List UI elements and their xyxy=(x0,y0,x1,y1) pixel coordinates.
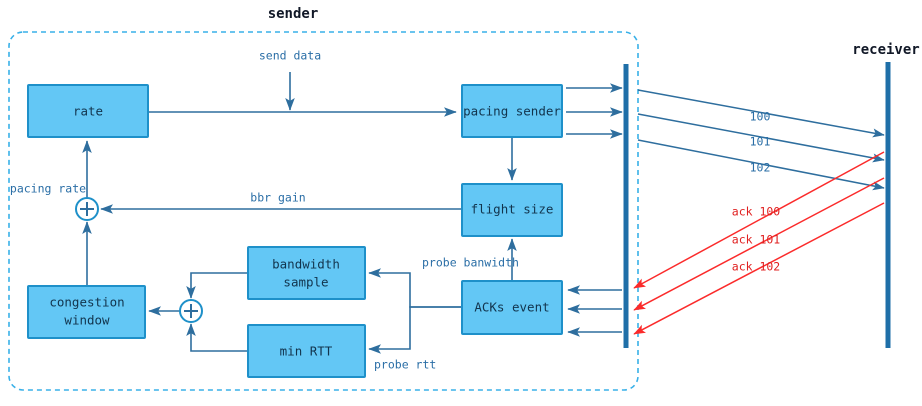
node-min-rtt[interactable]: min RTT xyxy=(247,324,366,378)
node-bandwidth-sample-rect[interactable] xyxy=(247,246,366,300)
edge-label-pacing-rate: pacing rate xyxy=(10,182,86,196)
node-flight-size-rect[interactable] xyxy=(461,183,563,237)
node-min-rtt-rect[interactable] xyxy=(247,324,366,378)
node-rate-rect[interactable] xyxy=(27,84,149,138)
node-pacing-sender-rect[interactable] xyxy=(461,84,563,138)
packet-label-102: 102 xyxy=(750,161,771,175)
packet-arrow-102 xyxy=(637,139,885,191)
ack-label-102: ack 102 xyxy=(732,260,780,274)
edge-min-rtt-to-adder2 xyxy=(186,323,248,352)
node-congestion-window-rect[interactable] xyxy=(27,285,146,339)
node-acks-event-rect[interactable] xyxy=(461,280,563,335)
node-rate[interactable]: rate xyxy=(27,84,149,138)
packet-label-101: 101 xyxy=(750,135,771,149)
node-bandwidth-sample-label-line2: sample xyxy=(283,275,328,290)
node-flight-size-label: flight size xyxy=(471,202,554,217)
sender-title: sender xyxy=(268,6,319,22)
edge-label-bbr-gain: bbr gain xyxy=(250,191,305,205)
ack-label-101: ack 101 xyxy=(732,233,781,247)
node-flight-size[interactable]: flight size xyxy=(461,183,563,237)
packet-arrow-100 xyxy=(637,89,885,138)
node-congestion-window[interactable]: congestion window xyxy=(27,285,146,339)
node-bandwidth-sample-label-line1: bandwidth xyxy=(272,257,340,272)
edge-label-probe-bandwidth: probe banwidth xyxy=(422,256,519,270)
node-bandwidth-sample[interactable]: bandwidth sample xyxy=(247,246,366,300)
node-congestion-window-label-line2: window xyxy=(64,313,110,328)
packet-arrow-101 xyxy=(637,113,885,163)
sender-boundary xyxy=(8,31,639,391)
receiver-title: receiver xyxy=(852,42,919,58)
edge-label-probe-rtt: probe rtt xyxy=(374,358,436,372)
node-acks-event[interactable]: ACKs event xyxy=(461,280,563,335)
ack-arrow-100 xyxy=(633,151,885,289)
edge-bandwidth-sample-to-adder2 xyxy=(186,272,248,299)
plus-icon xyxy=(184,304,198,318)
ack-label-100: ack 100 xyxy=(732,205,781,219)
edge-label-send-data: send data xyxy=(259,49,321,63)
node-congestion-window-label-line1: congestion xyxy=(49,295,124,310)
ack-arrow-102 xyxy=(633,202,885,335)
adder-pacing-rate[interactable] xyxy=(75,197,99,221)
packet-label-100: 100 xyxy=(750,110,771,124)
node-pacing-sender-label: pacing sender xyxy=(463,104,561,119)
node-min-rtt-label: min RTT xyxy=(280,344,333,359)
node-rate-label: rate xyxy=(73,104,103,119)
node-pacing-sender[interactable]: pacing sender xyxy=(461,84,563,138)
ack-arrow-101 xyxy=(633,177,885,311)
adder-congestion-window[interactable] xyxy=(179,299,203,323)
node-acks-event-label: ACKs event xyxy=(474,300,549,315)
plus-icon xyxy=(80,202,94,216)
